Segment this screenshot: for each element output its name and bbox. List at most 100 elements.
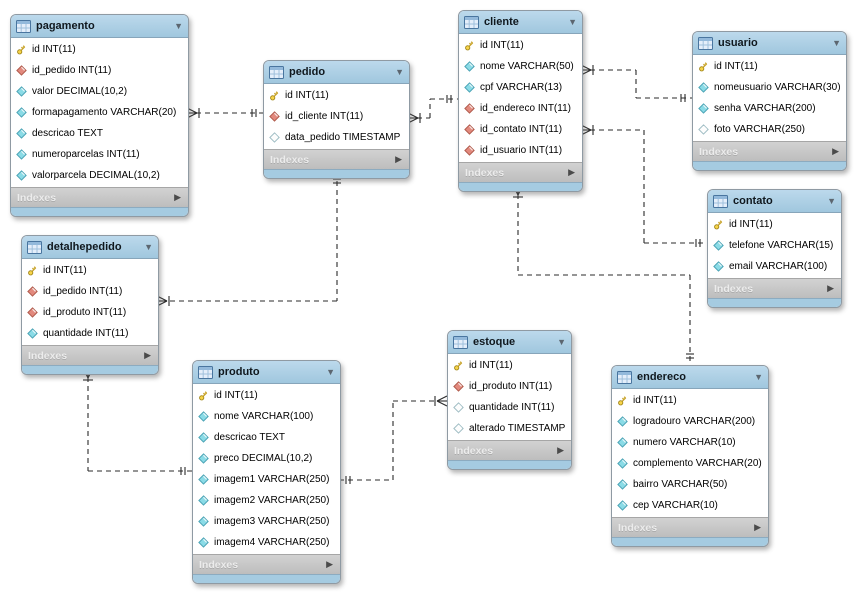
table-contato[interactable]: contato▼id INT(11)telefone VARCHAR(15)em… <box>707 189 842 308</box>
collapse-arrow-icon[interactable]: ▼ <box>557 336 566 347</box>
table-title: produto <box>218 366 260 378</box>
table-icon <box>464 15 479 29</box>
table-header[interactable]: pedido▼ <box>264 61 409 84</box>
table-header[interactable]: endereco▼ <box>612 366 768 389</box>
expand-arrow-icon[interactable]: ▶ <box>395 154 402 164</box>
expand-arrow-icon[interactable]: ▶ <box>827 283 834 293</box>
column-definition: nome VARCHAR(100) <box>214 411 314 422</box>
attribute-icon <box>698 103 709 114</box>
collapse-arrow-icon[interactable]: ▼ <box>395 66 404 77</box>
collapse-arrow-icon[interactable]: ▼ <box>754 371 763 382</box>
attribute-icon <box>16 128 27 139</box>
column-row: id INT(11) <box>193 385 340 406</box>
table-columns: id INT(11)id_produto INT(11)quantidade I… <box>448 354 571 440</box>
table-header[interactable]: usuario ▼ <box>693 32 846 55</box>
table-header[interactable]: detalhepedido ▼ <box>22 236 158 259</box>
table-columns: id INT(11)id_cliente INT(11)data_pedido … <box>264 84 409 149</box>
expand-arrow-icon[interactable]: ▶ <box>557 445 564 455</box>
column-row: email VARCHAR(100) <box>708 256 841 277</box>
table-icon <box>16 19 31 33</box>
table-pedido[interactable]: pedido▼id INT(11)id_cliente INT(11)data_… <box>263 60 410 179</box>
column-definition: id INT(11) <box>480 40 524 51</box>
table-cliente[interactable]: cliente▼id INT(11)nome VARCHAR(50)cpf VA… <box>458 10 583 192</box>
table-usuario[interactable]: usuario ▼ id INT(11)nomeusuario VARCHAR(30… <box>692 31 847 171</box>
column-definition: imagem2 VARCHAR(250) <box>214 495 330 506</box>
table-estoque[interactable]: estoque▼id INT(11)id_produto INT(11)quan… <box>447 330 572 470</box>
relationship-detalhepedido_to_produto[interactable] <box>82 367 192 475</box>
expand-arrow-icon[interactable]: ▶ <box>144 350 151 360</box>
table-pagamento[interactable]: pagamento▼id INT(11)id_pedido INT(11)val… <box>10 14 189 217</box>
table-endereco[interactable]: endereco▼id INT(11)logradouro VARCHAR(20… <box>611 365 769 547</box>
table-columns: id INT(11)nomeusuario VARCHAR(30)senha V… <box>693 55 846 141</box>
collapse-arrow-icon[interactable]: ▼ <box>144 241 153 252</box>
table-header[interactable]: contato▼ <box>708 190 841 213</box>
column-row: imagem1 VARCHAR(250) <box>193 469 340 490</box>
expand-arrow-icon[interactable]: ▶ <box>832 146 839 156</box>
indexes-section[interactable]: Indexes ▶ <box>11 187 188 207</box>
table-icon <box>198 365 213 379</box>
indexes-label: Indexes <box>199 558 239 571</box>
relationship-pagamento_to_pedido[interactable] <box>186 107 263 119</box>
indexes-section[interactable]: Indexes▶ <box>459 162 582 182</box>
expand-arrow-icon[interactable]: ▶ <box>326 559 333 569</box>
attribute-icon <box>198 537 209 548</box>
table-title: detalhepedido <box>47 241 122 253</box>
column-definition: descricao TEXT <box>32 128 103 139</box>
collapse-arrow-icon[interactable]: ▼ <box>832 37 841 48</box>
indexes-section[interactable]: Indexes▶ <box>708 278 841 298</box>
relationship-pedido_to_cliente[interactable] <box>407 95 458 124</box>
column-row: imagem4 VARCHAR(250) <box>193 532 340 553</box>
column-definition: id_contato INT(11) <box>480 124 563 135</box>
column-definition: preco DECIMAL(10,2) <box>214 453 313 464</box>
indexes-section[interactable]: Indexes▶ <box>448 440 571 460</box>
column-row: id_contato INT(11) <box>459 119 582 140</box>
indexes-section[interactable]: Indexes▶ <box>612 517 768 537</box>
nullable-attribute-icon <box>453 402 464 413</box>
primary-key-icon <box>269 90 280 101</box>
nullable-attribute-icon <box>269 132 280 143</box>
attribute-icon <box>713 240 724 251</box>
column-row: id INT(11) <box>459 35 582 56</box>
table-icon <box>453 335 468 349</box>
table-header[interactable]: pagamento▼ <box>11 15 188 38</box>
column-definition: id INT(11) <box>469 360 513 371</box>
column-definition: id_usuario INT(11) <box>480 145 563 156</box>
collapse-arrow-icon[interactable]: ▼ <box>568 16 577 27</box>
attribute-icon <box>27 328 38 339</box>
expand-arrow-icon[interactable]: ▶ <box>568 167 575 177</box>
attribute-icon <box>16 170 27 181</box>
indexes-section[interactable]: Indexes▶ <box>22 345 158 365</box>
relationship-cliente_to_contato[interactable] <box>580 124 707 247</box>
column-definition: valorparcela DECIMAL(10,2) <box>32 170 160 181</box>
column-definition: id INT(11) <box>43 265 87 276</box>
indexes-label: Indexes <box>270 153 310 166</box>
relationship-cliente_to_usuario[interactable] <box>580 64 692 102</box>
expand-arrow-icon[interactable]: ▶ <box>174 192 181 202</box>
column-definition: nomeusuario VARCHAR(30) <box>714 82 841 93</box>
primary-key-icon <box>617 395 628 406</box>
column-definition: numero VARCHAR(10) <box>633 437 736 448</box>
column-definition: valor DECIMAL(10,2) <box>32 86 128 97</box>
column-definition: id_endereco INT(11) <box>480 103 571 114</box>
table-header[interactable]: estoque▼ <box>448 331 571 354</box>
indexes-section[interactable]: Indexes ▶ <box>193 554 340 574</box>
indexes-section[interactable]: Indexes ▶ <box>264 149 409 169</box>
attribute-icon <box>198 495 209 506</box>
table-header[interactable]: cliente▼ <box>459 11 582 34</box>
table-title: usuario <box>718 37 758 49</box>
table-header[interactable]: produto ▼ <box>193 361 340 384</box>
column-row: descricao TEXT <box>11 123 188 144</box>
indexes-label: Indexes <box>17 191 57 204</box>
foreign-key-icon <box>464 124 475 135</box>
collapse-arrow-icon[interactable]: ▼ <box>174 20 183 31</box>
table-detalhepedido[interactable]: detalhepedido▼id INT(11)id_pedido INT(11… <box>21 235 159 375</box>
expand-arrow-icon[interactable]: ▶ <box>754 522 761 532</box>
indexes-section[interactable]: Indexes▶ <box>693 141 846 161</box>
collapse-arrow-icon[interactable]: ▼ <box>326 366 335 377</box>
table-icon <box>698 36 713 50</box>
table-produto[interactable]: produto▼id INT(11)nome VARCHAR(100)descr… <box>192 360 341 584</box>
collapse-arrow-icon[interactable]: ▼ <box>827 195 836 206</box>
relationship-estoque_to_produto[interactable] <box>339 395 448 484</box>
